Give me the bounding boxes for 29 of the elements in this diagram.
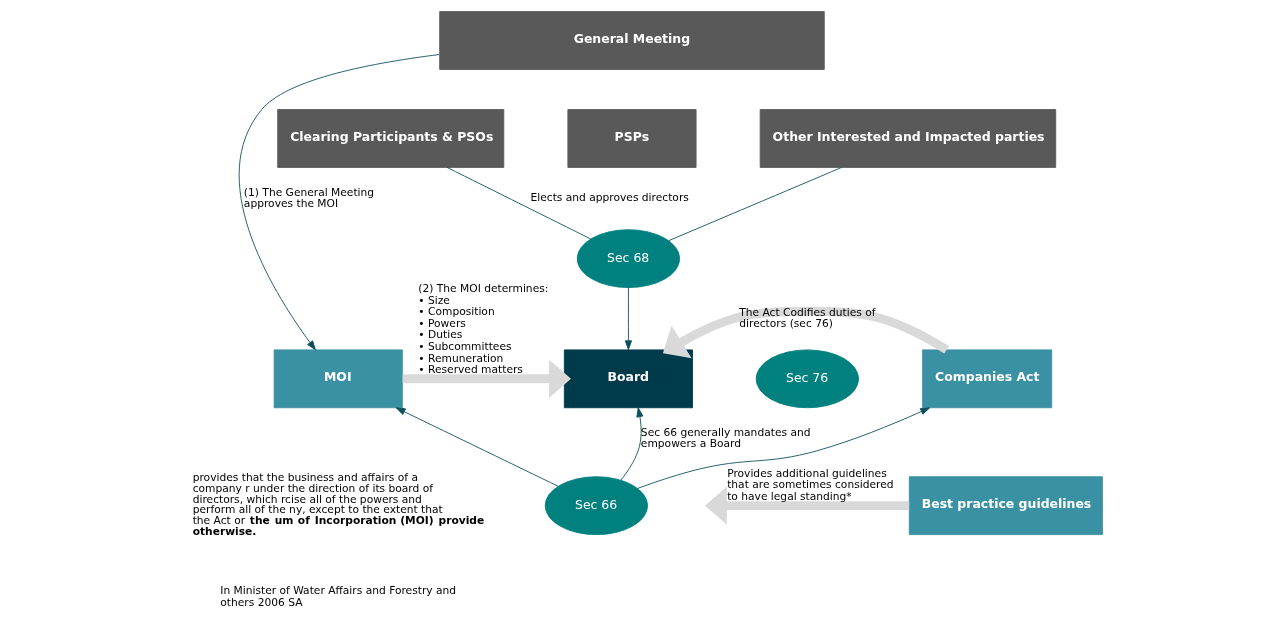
connector [667, 166, 842, 242]
edge-label: The Act Codifies duties of directors (sec 76) [738, 305, 875, 331]
arrow [636, 407, 930, 489]
arrow [704, 486, 909, 525]
edge-label: Elects and approves directors [530, 191, 689, 205]
node-box: Other Interested and Impacted parties [759, 109, 1056, 168]
node-box: Board [563, 349, 693, 409]
node-box: Best practice guidelines [908, 476, 1103, 536]
arrow [395, 407, 559, 487]
label: provides that the business and affairs of a company r under the direction of its board of directors, which rcise all of the powers and perform all of the ny, except to the extent that the Act or the um of Incorporation (MOI) provide otherwise. [192, 471, 484, 538]
arrow [402, 359, 571, 398]
node-box: Companies Act [921, 349, 1052, 409]
node-box: Clearing Participants & PSOs [276, 109, 504, 168]
edge-label: Provides additional guidelines that are sometimes considered to have legal standing* [726, 466, 894, 503]
node-box: PSPs [566, 109, 697, 168]
node-ellipse: Sec 68 [576, 229, 680, 289]
edge-label: (2) The MOI determines: • Size • Composition • Powers • Duties • Subcommittees • Remuneration • Reserved matters [417, 282, 548, 377]
node-box: MOI [273, 349, 403, 409]
node-ellipse: Sec 76 [755, 349, 859, 409]
connector [446, 166, 591, 240]
arrow [619, 407, 643, 481]
edge-label: Sec 66 generally mandates and empowers a Board [640, 425, 810, 451]
label: In Minister of Water Affairs and Forestry and others 2006 SA [219, 584, 456, 609]
arrow [238, 54, 440, 351]
arrow [624, 287, 632, 351]
node-box: General Meeting [438, 11, 825, 70]
edge-label: (1) The General Meeting approves the MOI [243, 185, 374, 211]
node-ellipse: Sec 66 [544, 476, 648, 536]
arrow [662, 306, 949, 359]
